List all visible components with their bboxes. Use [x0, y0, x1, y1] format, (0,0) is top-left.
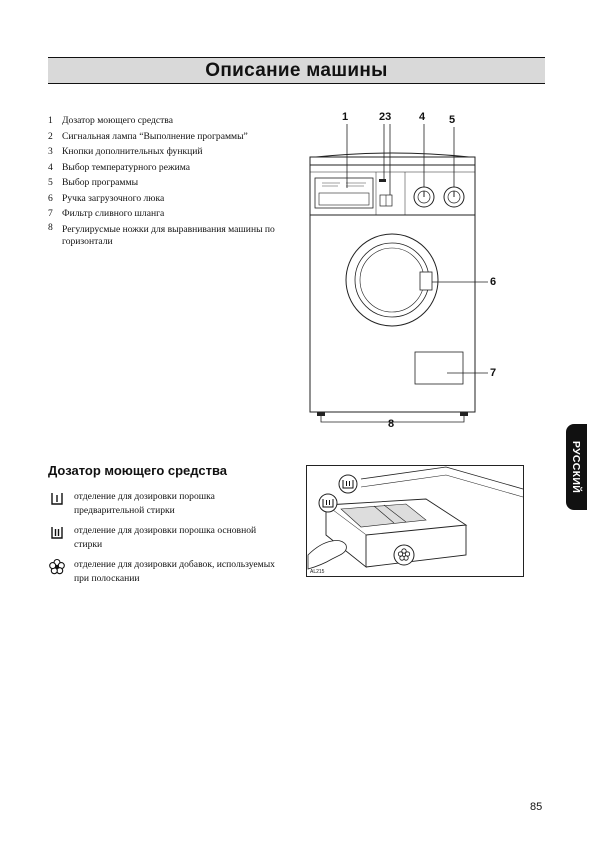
part-label: Дозатор моющего средства	[62, 115, 173, 126]
compartment-description: отделение для дозировки добавок, использ…	[74, 559, 275, 584]
washing-machine-illustration	[309, 124, 488, 423]
page-title: Описание машины	[205, 59, 388, 81]
part-label: Фильтр сливного шланга	[62, 208, 165, 219]
parts-list-item: 2 Сигнальная лампа “Выполнение программы”	[48, 129, 298, 145]
part-number: 7	[48, 208, 53, 219]
callout-4: 4	[419, 111, 426, 123]
detergent-drawer-illustration: AL215	[306, 465, 524, 577]
list-item: отделение для дозировки добавок, использ…	[48, 558, 278, 586]
part-number: 4	[48, 161, 53, 173]
parts-list-item: 7 Фильтр сливного шланга	[48, 206, 298, 222]
language-tab-label: РУССКИЙ	[570, 440, 583, 494]
parts-list-item: 6 Ручка загрузочного люка	[48, 191, 298, 207]
callout-6: 6	[490, 276, 497, 288]
part-number: 2	[48, 130, 53, 142]
callout-7: 7	[490, 367, 497, 379]
parts-list-item: 3 Кнопки дополнительных функций	[48, 144, 298, 160]
part-number: 5	[48, 177, 53, 188]
parts-list: 1 Дозатор моющего средства 2 Сигнальная ла…	[48, 113, 298, 248]
prewash-compartment-icon	[48, 490, 66, 508]
detergent-drawer-figure: AL215	[306, 465, 524, 577]
compartment-description: отделение для дозировки порошка основной…	[74, 525, 257, 550]
part-number: 1	[48, 115, 53, 126]
parts-list-item: 4 Выбор температурного режима	[48, 160, 298, 176]
parts-list-item: 8 Регулирусмые ножки для выравнивания маш…	[48, 222, 298, 248]
page-title-bar: Описание машины	[48, 57, 545, 84]
compartment-description: отделение для дозировки порошка предвари…	[74, 491, 215, 516]
washing-machine-figure: 1 23 4 5 6 7 8	[300, 105, 515, 435]
callout-8: 8	[388, 418, 395, 430]
softener-flower-icon	[48, 558, 66, 576]
part-number: 3	[48, 146, 53, 157]
dispenser-heading: Дозатор моющего средства	[48, 463, 228, 478]
figure-code: AL215	[310, 569, 325, 575]
parts-list-item: 1 Дозатор моющего средства	[48, 113, 298, 129]
part-label: Сигнальная лампа “Выполнение программы”	[62, 130, 248, 142]
parts-list-item: 5 Выбор программы	[48, 175, 298, 191]
part-label: Ручка загрузочного люка	[62, 192, 165, 204]
language-tab: РУССКИЙ	[566, 424, 587, 510]
part-label: Выбор температурного режима	[62, 161, 191, 173]
part-number: 8	[48, 221, 53, 233]
list-item: отделение для дозировки порошка основной…	[48, 524, 278, 552]
page-number: 85	[530, 801, 543, 813]
part-label: Кнопки дополнительных функций	[62, 146, 203, 157]
list-item: отделение для дозировки порошка предвари…	[48, 490, 278, 518]
callout-1: 1	[342, 111, 349, 123]
dispenser-compartment-list: отделение для дозировки порошка предвари…	[48, 490, 278, 592]
part-label: Выбор программы	[62, 177, 139, 188]
mainwash-compartment-icon	[48, 524, 66, 542]
callout-23: 23	[379, 111, 392, 123]
callout-5: 5	[449, 114, 456, 126]
part-number: 6	[48, 192, 53, 204]
part-label: Регулирусмые ножки для выравнивания маши…	[62, 223, 275, 247]
